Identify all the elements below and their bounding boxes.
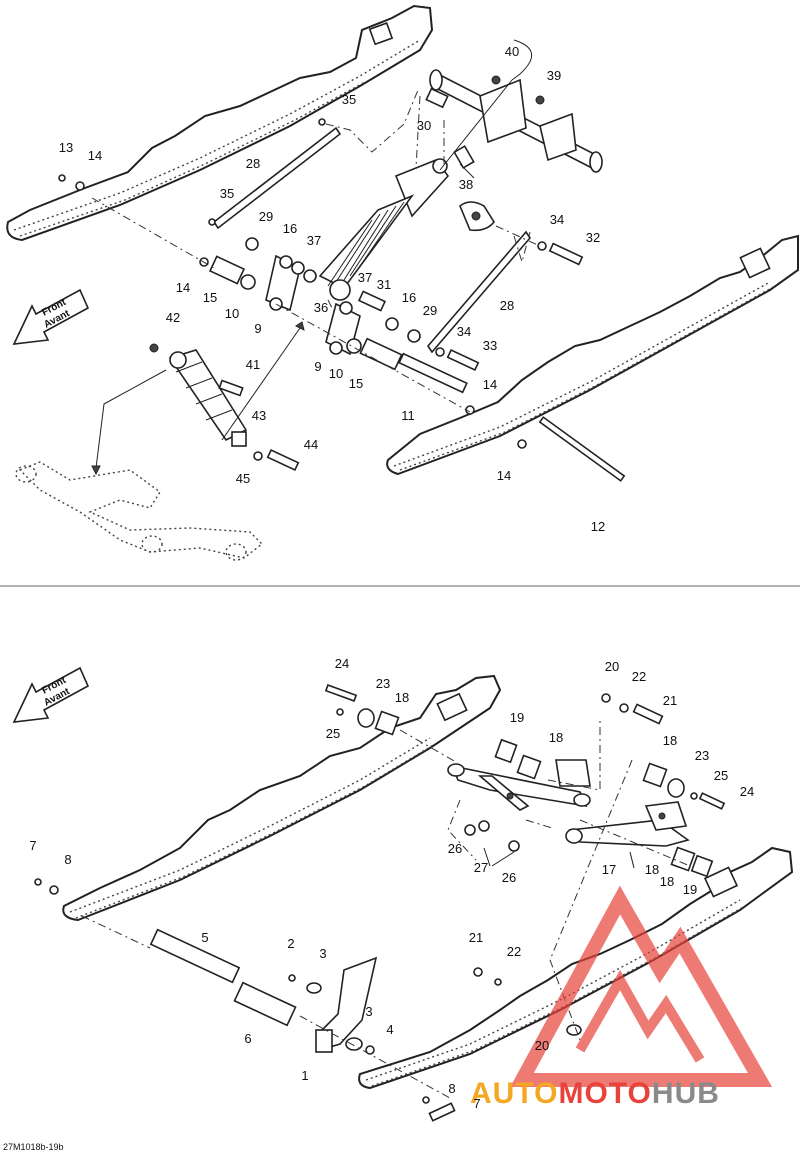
callout-11: 11 [401,408,415,423]
front-shock-absorber [149,343,300,472]
bottom-assembly: Front Avant AUTOMOTOHUB [12,666,794,1122]
callout-16: 16 [402,290,416,305]
callout-15: 15 [203,290,217,305]
callout-3: 3 [365,1004,372,1019]
callout-20: 20 [605,659,619,674]
callout-25: 25 [326,726,340,741]
diagram-reference-code: 27M1018b-19b [3,1142,64,1152]
watermark-text: AUTOMOTOHUB [470,1077,720,1110]
front-direction-arrow-top: Front Avant [12,288,90,345]
callout-16: 16 [283,221,297,236]
callout-15: 15 [349,376,363,391]
callout-30: 30 [417,118,431,133]
callout-8: 8 [448,1081,455,1096]
callout-14: 14 [176,280,190,295]
callout-3: 3 [319,946,326,961]
callout-6: 6 [244,1031,251,1046]
callout-10: 10 [329,366,343,381]
left-slide-rail-top [6,4,434,242]
callout-23: 23 [376,676,390,691]
callout-31: 31 [377,277,391,292]
callout-9: 9 [254,321,261,336]
callout-7: 7 [473,1096,480,1111]
callout-18: 18 [663,733,677,748]
automotohub-watermark-logo [510,885,773,1087]
callout-27: 27 [474,860,488,875]
callout-26: 26 [502,870,516,885]
callout-38: 38 [459,177,473,192]
callout-1: 1 [301,1068,308,1083]
callout-29: 29 [259,209,273,224]
callout-24: 24 [335,656,349,671]
front-arm-reference [15,461,264,561]
small-hardware-top [58,118,626,482]
bushings-bottom [324,684,726,878]
leader-lines-top [91,39,541,476]
callout-37: 37 [358,270,372,285]
rear-arm-upper [447,759,591,811]
callout-33: 33 [483,338,497,353]
left-slide-rail-bottom [62,674,502,922]
callout-28: 28 [500,298,514,313]
callout-34: 34 [457,324,471,339]
callout-9: 9 [314,359,321,374]
callout-22: 22 [507,944,521,959]
callout-23: 23 [695,748,709,763]
callout-29: 29 [423,303,437,318]
link-rods [212,126,532,354]
rear-shock-absorber [318,145,495,301]
callout-18: 18 [660,874,674,889]
callout-35: 35 [342,92,356,107]
front-cross-shaft [425,69,603,173]
callout-14: 14 [88,148,102,163]
callout-42: 42 [166,310,180,325]
callout-18: 18 [395,690,409,705]
callout-34: 34 [550,212,564,227]
callout-17: 17 [602,862,616,877]
callout-7: 7 [29,838,36,853]
callout-43: 43 [252,408,266,423]
callout-26: 26 [448,841,462,856]
callout-21: 21 [663,693,677,708]
callout-5: 5 [201,930,208,945]
callout-13: 13 [59,140,73,155]
callout-18: 18 [549,730,563,745]
callout-22: 22 [632,669,646,684]
top-assembly: Front Avant [6,4,799,561]
callout-36: 36 [314,300,328,315]
callout-12: 12 [591,519,605,534]
front-direction-arrow-bottom: Front Avant [12,666,90,723]
callout-37: 37 [307,233,321,248]
leader-lines-bottom [81,720,691,1099]
center-bracket [288,956,582,1055]
callout-14: 14 [483,377,497,392]
callout-28: 28 [246,156,260,171]
callout-44: 44 [304,437,318,452]
callout-10: 10 [225,306,239,321]
callout-19: 19 [683,882,697,897]
right-slide-rail-top [386,234,799,476]
callout-24: 24 [740,784,754,799]
callout-21: 21 [469,930,483,945]
callout-18: 18 [645,862,659,877]
rear-axle-shafts [34,878,456,1122]
callout-19: 19 [510,710,524,725]
callout-40: 40 [505,44,519,59]
callout-14: 14 [497,468,511,483]
callout-2: 2 [287,936,294,951]
callout-4: 4 [386,1022,393,1037]
callout-8: 8 [64,852,71,867]
callout-32: 32 [586,230,600,245]
callout-20: 20 [535,1038,549,1053]
callout-45: 45 [236,471,250,486]
callout-39: 39 [547,68,561,83]
rear-arm-lower [565,801,690,847]
callout-25: 25 [714,768,728,783]
callout-41: 41 [246,357,260,372]
callout-35: 35 [220,186,234,201]
